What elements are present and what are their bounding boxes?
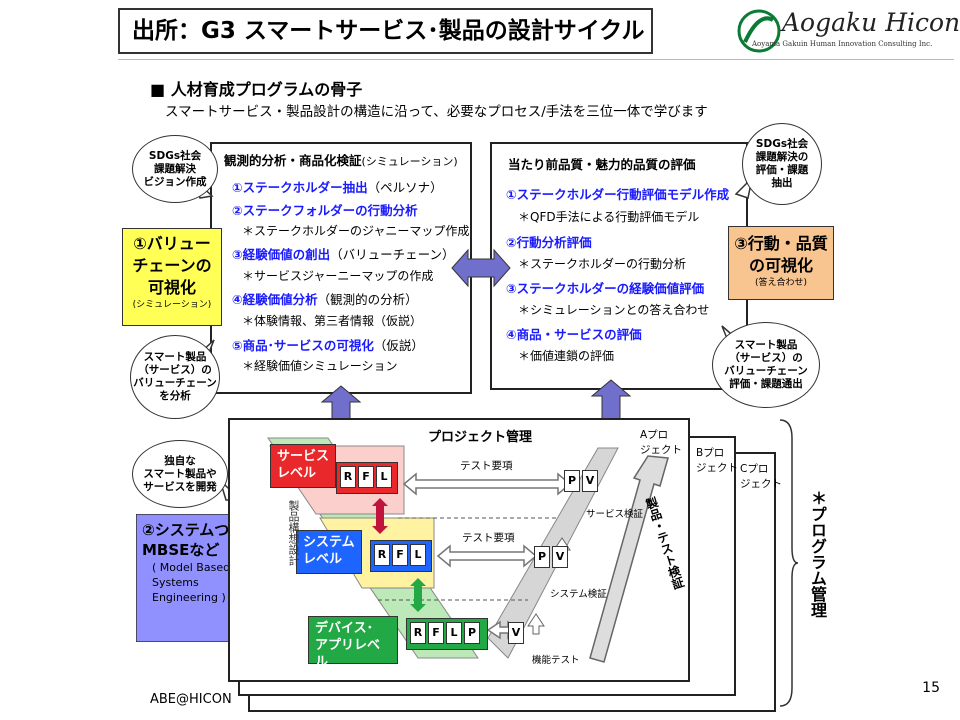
system-cell-r: R [374, 544, 390, 566]
sheet-a-label: Aプロジェクト [640, 429, 682, 456]
left-item-3: ③経験価値の創出（バリューチェーン） [232, 247, 455, 262]
verify-diagonal-arrow-icon [589, 455, 669, 663]
service-pv-v: V [582, 470, 598, 492]
device-level-label: デバイス･アプリレベル [308, 616, 398, 670]
left-item-4-note: ＊体験情報、第三者情報（仮説） [242, 314, 423, 328]
section-heading: ■ 人材育成プログラムの骨子 [150, 80, 363, 99]
left-item-2-note: ＊ステークホルダーのジャニーマップ作成 [242, 224, 470, 238]
header-divider [118, 59, 954, 60]
left-item-3-note: ＊サービスジャーニーマップの作成 [242, 269, 434, 283]
right-panel-title: 当たり前品質・魅力的品質の評価 [508, 157, 696, 172]
device-pv-v: V [508, 622, 524, 644]
device-cell-r: R [410, 622, 426, 644]
left-item-5: ⑤商品･サービスの可視化（仮説） [232, 338, 424, 353]
system-pv-v: V [552, 546, 568, 568]
right-item-2: ②行動分析評価 [506, 235, 592, 250]
project-management-title: プロジェクト管理 [428, 430, 533, 445]
system-test-req-label: テスト要項 [462, 532, 515, 544]
product-design-label: 製品構想設計 [287, 500, 300, 566]
left-item-4: ④経験価値分析（観測的の分析） [232, 292, 418, 307]
green-updown-arrow-icon [410, 578, 426, 612]
right-item-4: ④商品・サービスの評価 [506, 327, 642, 342]
section-subtitle: スマートサービス・製品設計の構造に沿って、必要なプロセス/手法を三位一体で学びま… [165, 104, 708, 120]
right-item-1-note: ＊QFD手法による行動評価モデル [518, 210, 700, 224]
program-management-label: ＊プログラム管理 [808, 490, 827, 618]
right-item-3: ③ステークホルダーの経験価値評価 [506, 281, 705, 296]
device-cell-p: P [464, 622, 480, 644]
right-item-1: ①ステークホルダー行動評価モデル作成 [506, 187, 730, 202]
panels-double-arrow-icon [451, 248, 511, 288]
service-verify-label: サービス検証 [586, 509, 644, 520]
service-pv-p: P [564, 470, 580, 492]
left-panel-title: 観測的分析・商品化検証(シミュレーション) [224, 153, 458, 168]
bubble-sdgs-vision: SDGs社会課題解決ビジョン作成 [132, 135, 218, 203]
system-test-arrow-icon [436, 544, 538, 568]
device-cell-f: F [428, 622, 444, 644]
left-item-2: ②ステークフォルダーの行動分析 [232, 203, 418, 218]
system-cell-f: F [392, 544, 408, 566]
footer-author: ABE@HICON [150, 692, 232, 707]
service-test-arrow-icon [402, 472, 572, 496]
bubble-value-chain-analysis: スマート製品（サービス）のバリューチェーンを分析 [130, 335, 220, 419]
sheet-c-label: Cプロジェクト [740, 463, 782, 490]
service-cell-l: L [376, 466, 392, 488]
service-cell-r: R [340, 466, 356, 488]
service-level-label: サービスレベル [270, 444, 336, 488]
callout-value-chain: ①バリュー チェーンの 可視化 (シミュレーション) [122, 228, 222, 326]
program-brace-icon [779, 419, 799, 707]
slide-title: 出所：G3 スマートサービス･製品の設計サイクル [118, 8, 653, 54]
logo-subtext: Aoyama Gakuin Human Innovation Consultin… [752, 40, 933, 48]
system-level-label: システムレベル [296, 530, 362, 574]
bubble-value-chain-evaluation: スマート製品（サービス）のバリューチェーン評価・課題通出 [712, 322, 820, 408]
bubble-unique-product: 独自なスマート製品やサービスを開発 [132, 440, 228, 508]
right-item-3-note: ＊シミュレーションとの答え合わせ [518, 303, 710, 317]
right-item-2-note: ＊ステークホルダーの行動分析 [518, 257, 687, 271]
logo-text: Aogaku Hicon [782, 8, 960, 37]
service-test-req-label: テスト要項 [460, 460, 513, 472]
logo-mark-icon [737, 9, 781, 53]
page-number: 15 [922, 680, 940, 696]
system-verify-label: システム検証 [550, 589, 607, 600]
sheet-b-label: Bプロジェクト [696, 447, 738, 474]
red-updown-arrow-icon [372, 498, 388, 534]
device-cell-l: L [446, 622, 462, 644]
bubble-sdgs-evaluation: SDGs社会課題解決の評価・課題抽出 [742, 123, 822, 205]
service-cell-f: F [358, 466, 374, 488]
system-cell-l: L [410, 544, 426, 566]
left-item-5-note: ＊経験価値シミュレーション [242, 359, 398, 373]
system-pv-p: P [534, 546, 550, 568]
function-test-label: 機能テスト [532, 655, 580, 666]
left-item-1: ①ステークホルダー抽出（ペルソナ） [232, 180, 443, 195]
callout-action-quality: ③行動・品質 の可視化 (答え合わせ) [728, 226, 834, 300]
right-item-4-note: ＊価値連鎖の評価 [518, 349, 615, 363]
